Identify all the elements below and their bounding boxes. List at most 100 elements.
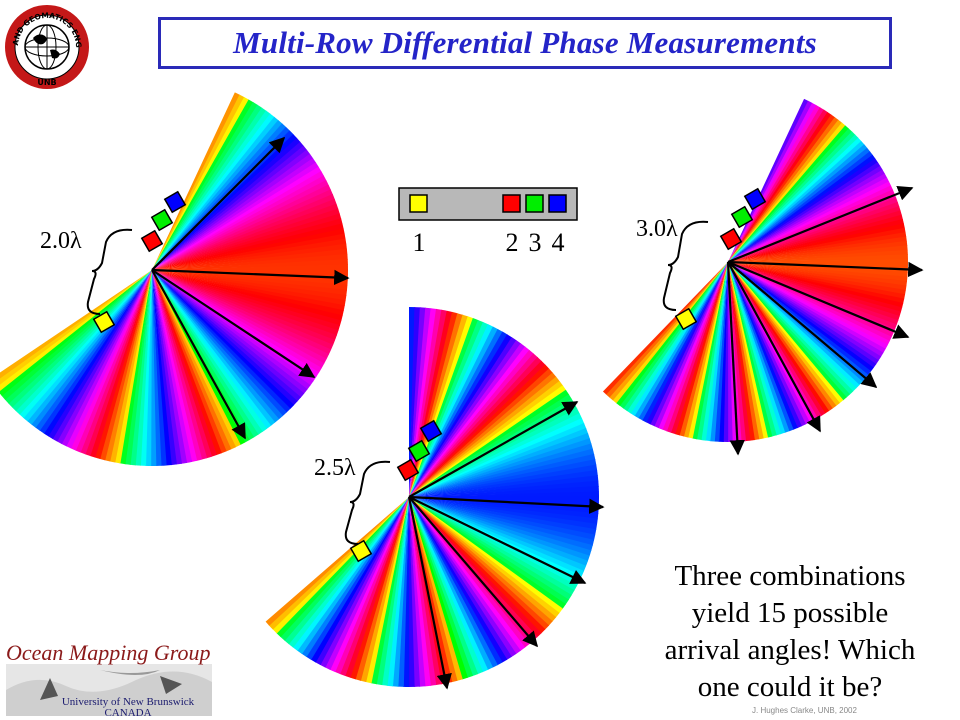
fan-wedge [408,497,415,688]
fan-wedge [409,497,550,630]
fan-wedge [152,270,305,398]
group-name: Ocean Mapping Group [6,640,211,665]
fan-wedge [409,497,557,622]
fan-wedge [728,262,764,440]
element-1-swatch [409,194,428,213]
fan-wedge [409,497,431,687]
fan-wedge [409,497,553,626]
fan-wedge [152,270,227,454]
fan-wedge [409,497,442,686]
fan-wedge [728,125,850,263]
fan-wedge [409,497,521,655]
fan-wedge [56,270,152,445]
fan-wedge [728,262,755,441]
fan-wedge [4,270,152,404]
fan-wedge [152,270,172,466]
fan-wedge [152,175,327,270]
fan-wedge [728,210,902,262]
spacing-brace [86,228,133,315]
fan-wedge [409,497,517,658]
fan-wedge [0,270,152,379]
caption-line-3: arrival angles! Which [664,634,916,666]
fan-wedge [152,270,272,430]
fan-wedge [409,385,567,497]
fan-wedge [409,346,530,497]
fan-wedge [728,262,882,361]
fan-wedge [728,173,888,262]
fan-wedge [288,497,409,648]
fan-wedge [152,270,203,461]
phase-fan-3 [602,98,924,456]
fan-wedge [152,208,340,270]
fan-wedge [152,99,254,270]
fan-wedge [409,427,589,497]
fan-wedge [728,262,851,398]
fan-wedge [728,232,907,262]
fan-wedge [409,340,522,497]
fan-wedge [409,497,468,680]
fan-wedge [152,270,327,365]
fan-wedge [728,214,903,262]
fan-wedge [728,262,798,430]
fan-wedge [8,270,153,408]
fan-wedge [409,331,508,497]
fan-wedge [612,262,728,404]
arrival-angle-arrow [408,495,605,514]
fan-wedge [26,270,152,425]
phase-fan-2 [0,92,350,466]
fan-wedge [152,270,222,456]
fan-wedge [152,270,213,459]
fan-wedge [268,497,409,630]
fan-wedge [409,497,508,663]
fan-wedge [728,151,873,262]
fan-wedge [634,262,728,419]
fan-wedge [152,96,250,270]
array-element-3 [730,205,754,229]
fan-wedge [409,497,542,638]
fan-wedge [152,270,162,466]
fan-wedge [319,497,409,668]
fan-wedge [728,262,777,437]
fan-wedge [409,497,453,684]
fan-wedge [409,464,598,497]
spacing-label-2-5: 2.5λ [314,455,356,481]
arrival-angle-arrow [727,261,821,433]
fan-wedge [728,158,879,262]
fan-wedge [409,408,580,497]
fan-wedge [409,497,421,687]
fan-wedge [728,262,830,414]
fan-wedge [409,497,484,675]
fan-wedge [301,497,409,657]
element-label-1: 1 [413,228,426,257]
fan-wedge [728,206,901,262]
fan-wedge [152,270,193,463]
fan-wedge [152,270,241,448]
fan-wedge [409,443,593,497]
caption: Three combinations yield 15 possible arr… [640,558,940,706]
fan-wedge [728,262,860,389]
fan-wedge [409,497,463,681]
array-element-2 [719,227,743,251]
fan-wedge [409,497,546,634]
fan-wedge [728,154,876,262]
fan-wedge [615,262,728,406]
fan-wedge [728,236,907,262]
fan-wedge [409,337,517,497]
fan-wedge [284,497,409,645]
fan-wedge [324,497,409,670]
fan-wedge [409,497,503,666]
fan-wedge [152,137,301,270]
fan-wedge [645,262,728,425]
fan-wedge [641,262,728,423]
fan-wedge [152,270,188,464]
fan-wedge [728,223,905,262]
fan-wedge [15,270,153,415]
fan-wedge [409,376,560,497]
fan-wedge [728,262,786,435]
arrival-angle-arrow [408,496,587,584]
fan-wedge [152,270,308,394]
fan-wedge [409,480,599,497]
arrival-angle-arrow [727,260,910,339]
fan-wedge [728,262,769,439]
